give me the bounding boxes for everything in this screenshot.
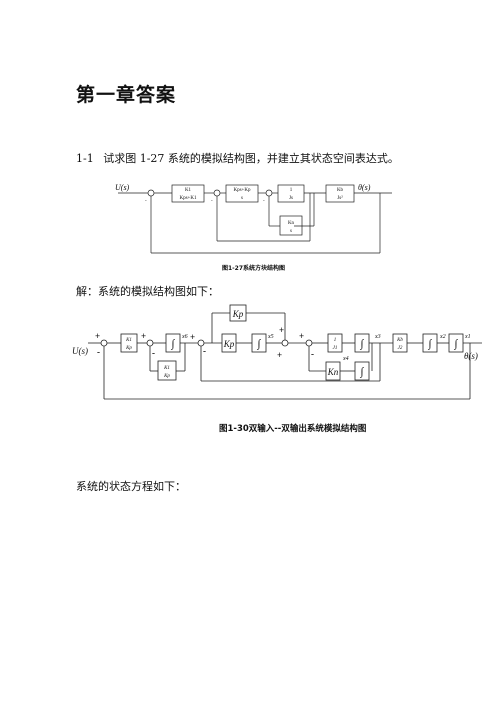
summing-junction-1 <box>147 189 155 197</box>
fig1-b2-den: s <box>241 196 243 201</box>
chapter-title: 第一章答案 <box>76 84 177 106</box>
fig1-sign-3: - <box>263 199 265 204</box>
fig1-b5-den: s <box>290 229 292 234</box>
block-k1 <box>171 184 205 203</box>
fig1-input-label: U(s) <box>115 183 130 192</box>
state-equation-intro: 系统的状态方程如下： <box>76 480 186 493</box>
fig1-b3-num: 1 <box>290 188 293 193</box>
block-1-js <box>277 184 305 203</box>
fig1-b3-den: Js <box>289 196 293 201</box>
figure-1-caption: 图1-27系统方块结构图 <box>222 265 286 272</box>
problem-statement: 1-1 试求图 1-27 系统的模拟结构图，并建立其状态空间表达式。 <box>76 150 399 166</box>
figure-2-caption: 图1-30双输入--双输出系统模拟结构图 <box>219 424 367 434</box>
fig1-b4-num: Kb <box>337 188 344 193</box>
problem-number: 1-1 <box>76 152 94 165</box>
summing-junction-2 <box>213 189 221 197</box>
fig1-b1-num: K1 <box>185 188 192 193</box>
fig1-b4-den: Js² <box>337 195 343 201</box>
fig1-b2-num: Kps+Kp <box>234 188 251 193</box>
block-kp <box>225 184 259 203</box>
fig1-sign-1: - <box>145 199 147 204</box>
solution-intro: 解：系统的模拟结构图如下： <box>76 285 219 298</box>
block-kn <box>279 215 303 236</box>
fig1-b5-num: Kn <box>288 221 295 226</box>
summing-junction-3 <box>265 189 273 197</box>
problem-text: 试求图 1-27 系统的模拟结构图，并建立其状态空间表达式。 <box>103 152 399 165</box>
block-kb <box>325 184 355 203</box>
fig1-b1-den: Kps+K1 <box>180 196 197 201</box>
fig1-output-label: θ(s) <box>358 183 371 192</box>
fig1-sign-2: - <box>211 199 213 204</box>
